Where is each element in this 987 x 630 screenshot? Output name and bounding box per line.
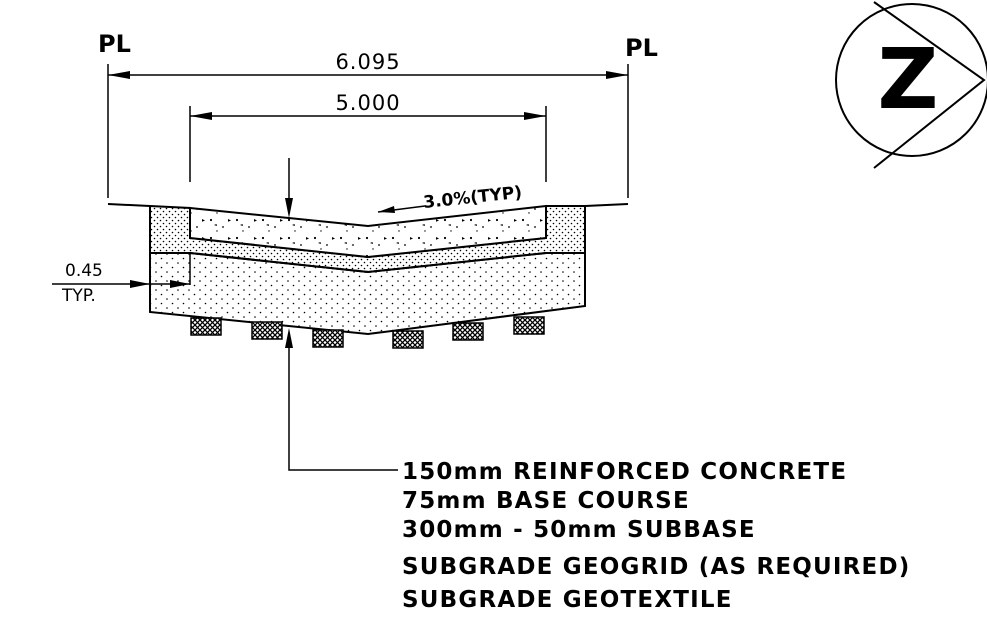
pavement-dimension: 5.000 [190,91,546,120]
ground-line-left [107,203,151,207]
shoulder-dimension-label: 0.45 [65,261,103,281]
layer-note: SUBGRADE GEOTEXTILE [402,587,733,613]
slope-annotation: 3.0%(TYP) [377,183,523,213]
layer-note: 150mm REINFORCED CONCRETE [402,459,847,485]
property-line-left: PL [98,30,131,58]
shoulder-dimension: 0.45 TYP. [52,261,190,306]
layer-leader [285,328,398,471]
overall-dimension: 6.095 [108,50,628,79]
shoulder-arrow-right [170,280,190,288]
property-line-right-label: PL [625,34,658,62]
pavement-dimension-label: 5.000 [335,91,400,115]
layer-note: 300mm - 50mm SUBBASE [402,517,756,543]
arrowhead-right [606,71,628,79]
ground-line-right [584,203,629,207]
layer-note: SUBGRADE GEOGRID (AS REQUIRED) [402,554,910,580]
arrowhead-left [190,112,212,120]
geogrid-blocks [190,316,545,349]
north-arrow-icon: Z [835,1,987,169]
layer-notes: 150mm REINFORCED CONCRETE 75mm BASE COUR… [402,459,910,613]
layer-note: 75mm BASE COURSE [402,488,690,514]
slope-arrow [378,206,395,213]
north-arrow-letter: Z [878,30,939,128]
arrowhead-right [524,112,546,120]
geogrid-block [190,317,222,336]
shoulder-note: TYP. [61,286,96,306]
slab-pointer-arrow [285,198,293,218]
concrete-texture [190,206,546,257]
arrowhead-left [108,71,130,79]
slope-label: 3.0%(TYP) [422,183,523,213]
geogrid-block [392,330,424,349]
geogrid-block [452,322,484,341]
geogrid-block [513,316,545,335]
layer-leader-line [288,338,398,471]
geogrid-block [312,329,344,348]
property-line-right: PL [625,34,658,62]
overall-dimension-label: 6.095 [335,50,400,74]
shoulder-arrow-left [130,280,150,288]
property-line-left-label: PL [98,30,131,58]
geogrid-block [251,321,283,340]
